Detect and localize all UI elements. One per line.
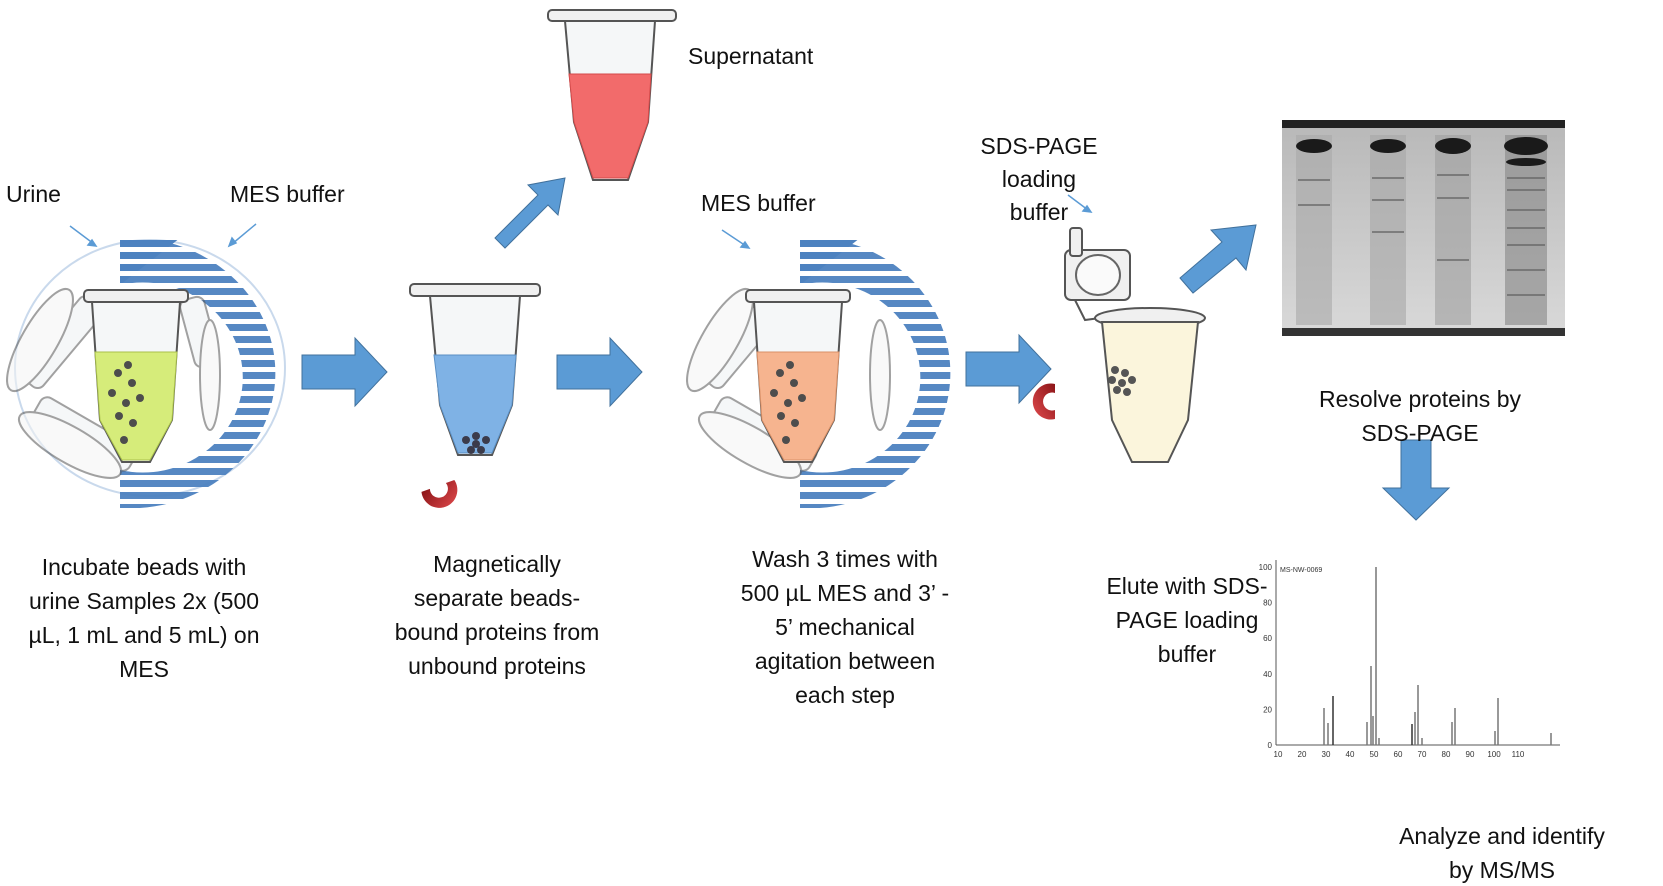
tube-elution <box>1032 227 1206 463</box>
spectrum-x-tick: 50 <box>1370 750 1379 759</box>
spectrum-y-tick: 80 <box>1263 599 1272 608</box>
step-separate-line: Magnetically <box>433 551 561 577</box>
step-elute-line: buffer <box>1158 641 1217 667</box>
spectrum-x-tick: 40 <box>1346 750 1355 759</box>
flow-arrow-down <box>1381 439 1451 521</box>
spectrum-x-tick: 20 <box>1298 750 1307 759</box>
step-elute-line: Elute with SDS- <box>1106 573 1267 599</box>
label-mes-buffer-2: MES buffer <box>701 190 816 216</box>
step-analyze-line: Analyze and identify <box>1399 823 1605 849</box>
spectrum-x-tick: 30 <box>1322 750 1331 759</box>
label-urine: Urine <box>6 181 61 207</box>
spectrum-x-tick: 90 <box>1466 750 1475 759</box>
label-sds-line-3: buffer <box>1010 199 1069 225</box>
step-wash-line: each step <box>795 682 895 708</box>
flow-arrow-to-gel <box>1179 224 1257 294</box>
step-wash-line: Wash 3 times with <box>752 546 938 572</box>
spectrum-x-tick: 70 <box>1418 750 1427 759</box>
step-wash-line: agitation between <box>755 648 935 674</box>
step-resolve-line: Resolve proteins by <box>1319 386 1521 412</box>
spectrum-y-tick: 60 <box>1263 634 1272 643</box>
step-resolve-text: Resolve proteins by SDS-PAGE <box>1319 386 1521 446</box>
rotator-wash <box>686 237 951 508</box>
spectrum-y-tick: 100 <box>1259 563 1273 572</box>
pointer-arrow-3 <box>721 229 751 249</box>
flow-arrow-1 <box>301 336 388 408</box>
spectrum-x-tick: 100 <box>1487 750 1501 759</box>
spectrum-x-tick: 10 <box>1274 750 1283 759</box>
step-wash-line: 500 µL MES and 3’ - <box>741 580 949 606</box>
step-analyze-line: by MS/MS <box>1449 857 1555 883</box>
step-separate-line: bound proteins from <box>395 619 600 645</box>
step-elute-text: Elute with SDS- PAGE loading buffer <box>1106 573 1267 667</box>
spectrum-y-tick: 40 <box>1263 670 1272 679</box>
label-supernatant: Supernatant <box>688 43 814 69</box>
step-separate-line: separate beads- <box>414 585 580 611</box>
label-sds-line-1: SDS-PAGE <box>980 133 1097 159</box>
pointer-arrow-4 <box>1067 194 1093 213</box>
pointer-arrows-1 <box>69 223 257 248</box>
step-incubate-line: urine Samples 2x (500 <box>29 588 259 614</box>
step-resolve-line: SDS-PAGE <box>1361 420 1478 446</box>
step-analyze-text: Analyze and identify by MS/MS <box>1399 823 1605 883</box>
flow-arrow-3 <box>965 333 1052 405</box>
step-incubate-line: µL, 1 mL and 5 mL) on <box>28 622 259 648</box>
step-separate-text: Magnetically separate beads- bound prote… <box>395 551 600 679</box>
tube-magnetic-separation <box>409 283 541 508</box>
spectrum-y-tick: 20 <box>1263 705 1272 714</box>
label-sds-line-2: loading <box>1002 166 1076 192</box>
spectrum-x-tick: 80 <box>1442 750 1451 759</box>
step-incubate-line: MES <box>119 656 169 682</box>
step-separate-line: unbound proteins <box>408 653 586 679</box>
spectrum-x-tick: 60 <box>1394 750 1403 759</box>
step-incubate-line: Incubate beads with <box>42 554 247 580</box>
flow-arrow-2 <box>556 336 643 408</box>
spectrum-y-tick: 0 <box>1268 741 1273 750</box>
spectrum-x-tick: 110 <box>1512 750 1525 759</box>
step-wash-line: 5’ mechanical <box>775 614 915 640</box>
tube-supernatant <box>547 9 677 181</box>
label-sds-loading: SDS-PAGE loading buffer <box>980 133 1097 225</box>
step-elute-line: PAGE loading <box>1116 607 1259 633</box>
step-wash-text: Wash 3 times with 500 µL MES and 3’ - 5’… <box>741 546 949 708</box>
rotator-incubation <box>6 237 286 509</box>
step-incubate-text: Incubate beads with urine Samples 2x (50… <box>28 554 259 682</box>
sds-page-gel <box>1282 120 1565 336</box>
spectrum-header: MS-NW-0069 <box>1280 567 1322 574</box>
flow-arrow-up <box>494 177 566 249</box>
label-mes-buffer-1: MES buffer <box>230 181 345 207</box>
ms-spectrum: MS-NW-0069 100 80 60 40 20 0 10 20 30 40 50 60 70 80… <box>1259 560 1560 759</box>
